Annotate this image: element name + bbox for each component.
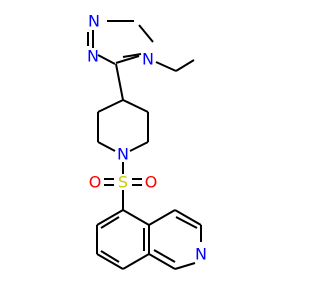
bond	[100, 216, 120, 229]
bond	[148, 253, 176, 270]
bond	[122, 99, 149, 113]
bond	[148, 209, 176, 226]
molecule-diagram: N N N N S O O N	[87, 12, 207, 270]
bond	[96, 253, 124, 270]
bond	[97, 141, 116, 152]
bond	[175, 216, 198, 229]
sulfonyl-group	[104, 178, 142, 186]
bond	[122, 209, 150, 226]
bond	[115, 63, 124, 101]
bond	[138, 24, 154, 43]
bond	[155, 61, 177, 72]
bond	[174, 262, 196, 270]
bond	[115, 55, 140, 64]
bond	[153, 249, 176, 263]
atom-label-isoquinoline-n: N	[195, 245, 207, 264]
bond	[97, 99, 124, 113]
triazole-ring	[87, 20, 154, 65]
atom-label-oxygen-left: O	[89, 173, 102, 192]
isoquinoline-pyridine-ring	[148, 209, 202, 270]
atom-label-oxygen-right: O	[145, 173, 158, 192]
atom-label-sulfur: S	[118, 173, 128, 192]
atom-label-n1: N	[88, 12, 100, 31]
isoquinoline-benzo-ring	[96, 209, 150, 270]
atom-labels: N N N N S O O N	[87, 12, 207, 264]
atom-label-piperidine-n: N	[117, 145, 129, 164]
bond	[97, 54, 116, 65]
bond	[174, 209, 202, 226]
bond	[129, 141, 149, 152]
atom-label-n2: N	[87, 47, 99, 66]
atom-label-n4: N	[142, 50, 154, 69]
bond	[122, 53, 142, 58]
piperidine-ring	[97, 99, 149, 152]
bond	[122, 253, 150, 270]
molecule-structure: N N N N S O O N	[87, 12, 207, 270]
bond	[175, 59, 195, 72]
bond	[100, 250, 120, 263]
ethyl-group	[155, 59, 195, 72]
bond	[96, 209, 124, 226]
